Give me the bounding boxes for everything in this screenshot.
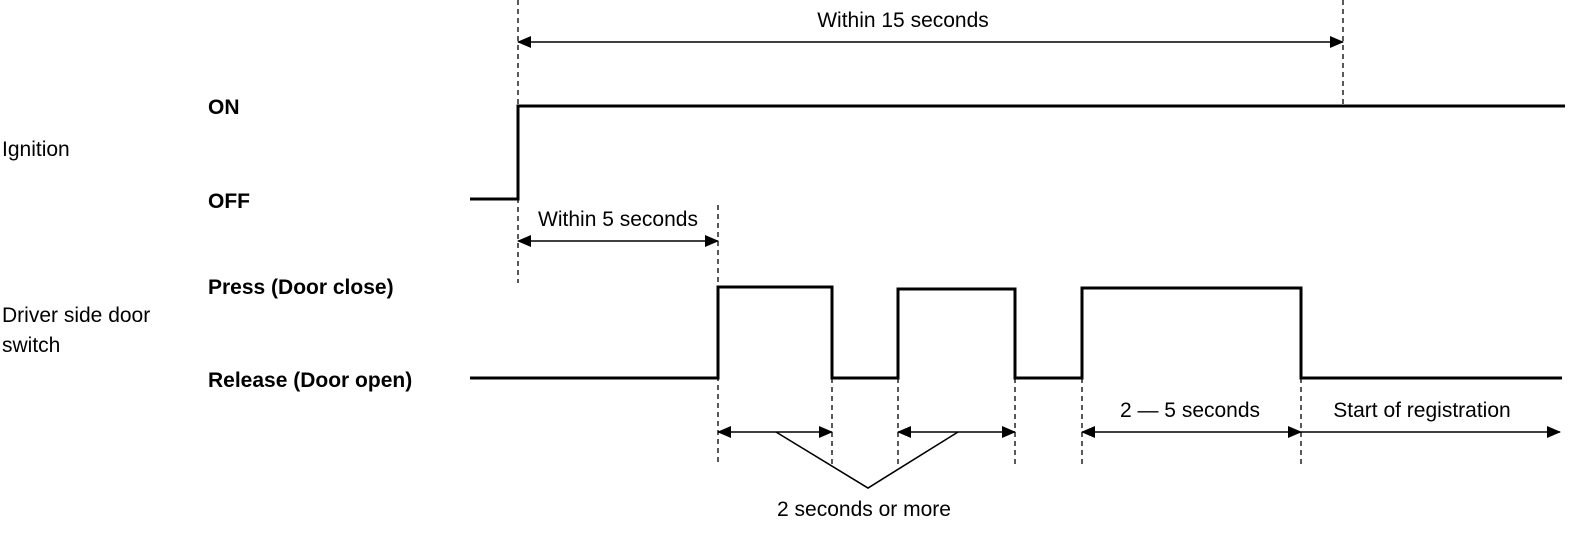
door-switch-label-line2: switch <box>2 334 60 357</box>
door-release-label: Release (Door open) <box>208 369 412 392</box>
two-seconds-pointer <box>775 431 959 489</box>
within-15-label: Within 15 seconds <box>817 9 989 32</box>
two-to-five-label: 2 ― 5 seconds <box>1120 399 1260 422</box>
door-switch-waveform <box>470 285 1562 380</box>
two-seconds-or-more-label: 2 seconds or more <box>777 498 951 521</box>
ignition-label: Ignition <box>2 138 70 161</box>
start-registration-label: Start of registration <box>1333 399 1510 422</box>
door-switch-label-line1: Driver side door <box>2 304 150 327</box>
ignition-waveform <box>470 104 1565 201</box>
door-press-label: Press (Door close) <box>208 276 394 299</box>
within-5-label: Within 5 seconds <box>538 208 698 231</box>
ignition-on-label: ON <box>208 96 240 119</box>
ignition-off-label: OFF <box>208 190 250 213</box>
